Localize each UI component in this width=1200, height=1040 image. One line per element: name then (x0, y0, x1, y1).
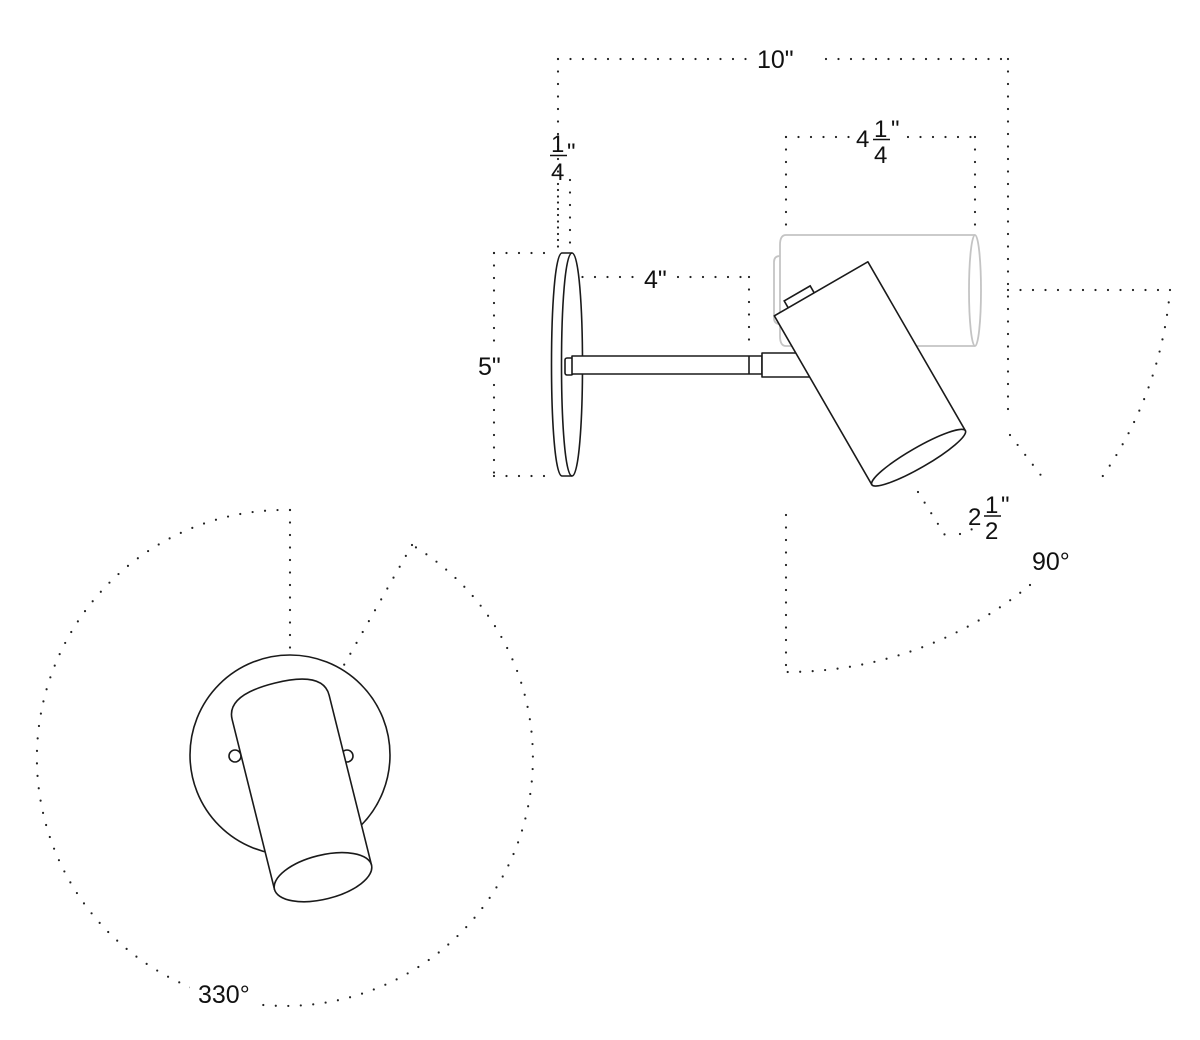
shade-diameter-denominator: 2 (985, 518, 998, 545)
shade-length-inch-mark: " (891, 116, 900, 143)
shade-diameter-whole: 2 (968, 504, 981, 531)
shade-front (230, 678, 373, 903)
arm (564, 352, 829, 378)
shade-length-numerator: 1 (874, 116, 887, 143)
side-view: 10" 4 1 4 " 1 4 " 5" (478, 46, 1172, 674)
plate-depth-inch-mark: " (567, 139, 576, 166)
plate-depth-denominator: 4 (551, 159, 564, 186)
dimension-shade-length: 4 1 4 " (784, 116, 977, 234)
shade-length-denominator: 4 (874, 142, 887, 169)
plate-height-label: 5" (478, 353, 501, 381)
tilt-angle-label: 90° (1032, 548, 1070, 576)
plate-depth-numerator: 1 (551, 131, 564, 158)
rotation-angle-label: 330° (198, 981, 250, 1009)
rotation-angle-arc: 330° (35, 508, 534, 1010)
tilt-angle-arc: 90° (784, 288, 1172, 674)
front-view: 330° (35, 508, 534, 1010)
overall-length-label: 10" (757, 46, 794, 74)
dimension-arm-length: 4" (568, 266, 751, 352)
dimension-plate-height: 5" (478, 251, 554, 478)
dimension-overall: 10" (556, 46, 1010, 422)
screw-hole-left (228, 749, 242, 763)
shade-tilted (773, 261, 967, 487)
arm-length-label: 4" (644, 266, 667, 294)
dimension-shade-diameter: 2 1 2 " (916, 433, 1045, 545)
shade-diameter-numerator: 1 (985, 492, 998, 519)
dimension-plate-depth: 1 4 " (550, 131, 576, 252)
shade-diameter-inch-mark: " (1001, 492, 1010, 519)
shade-length-whole: 4 (856, 126, 869, 153)
